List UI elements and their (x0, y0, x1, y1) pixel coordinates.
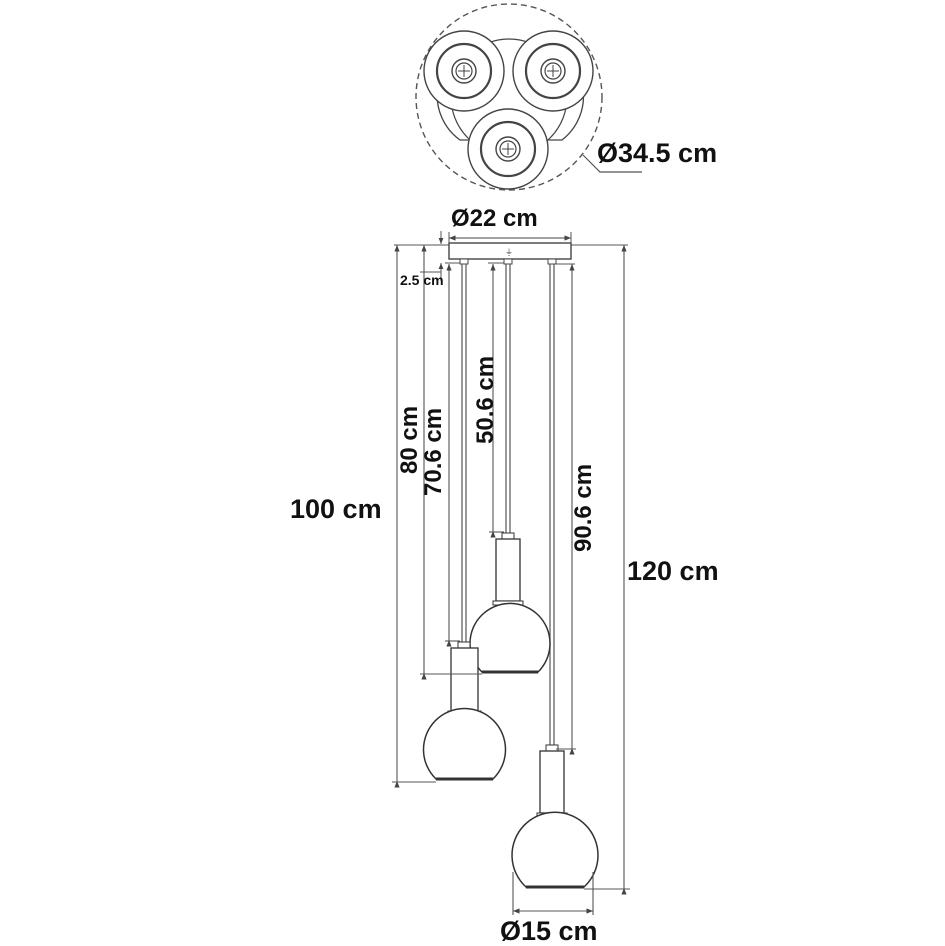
label-cable-left-outer: 80 cm (396, 405, 423, 474)
svg-text:⏚: ⏚ (505, 248, 513, 257)
ceiling-canopy: ⏚ (448, 232, 572, 265)
pendant-right (511, 744, 599, 889)
label-cable-left-inner: 70.6 cm (420, 407, 447, 496)
cables (461, 264, 555, 745)
socket-top-left (423, 30, 505, 112)
label-total-height-left: 100 cm (290, 494, 382, 524)
label-canopy-height: 2.5 cm (400, 272, 444, 288)
label-total-height-right: 120 cm (627, 556, 719, 586)
canopy-top-view (415, 3, 642, 191)
label-top-view-diameter: Ø34.5 cm (597, 138, 718, 168)
label-cable-middle: 50.6 cm (472, 355, 499, 444)
label-cable-right: 90.6 cm (570, 463, 597, 552)
socket-bottom (467, 108, 549, 190)
label-canopy-diameter: Ø22 cm (451, 205, 538, 232)
socket-top-right (512, 30, 594, 112)
label-shade-diameter: Ø15 cm (500, 916, 598, 946)
pendant-middle (469, 532, 551, 674)
pendant-left (422, 641, 507, 781)
